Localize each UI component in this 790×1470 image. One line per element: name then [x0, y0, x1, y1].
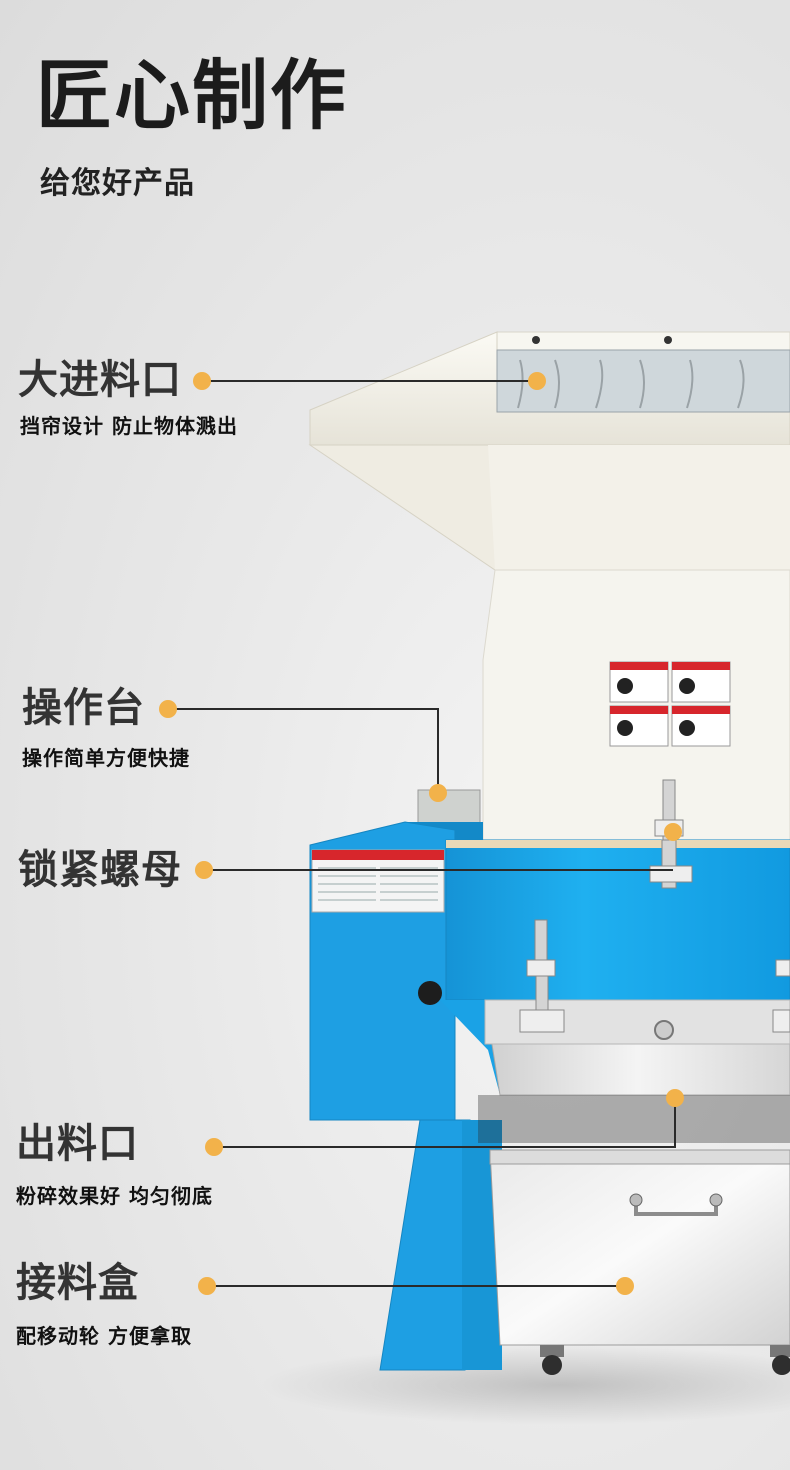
leader-line-outlet [214, 1098, 676, 1148]
callout-dot-outlet-start [205, 1138, 223, 1156]
feature-desc-discharge-outlet: 粉碎效果好 均匀彻底 [16, 1184, 213, 1208]
callout-dot-operation-end [429, 784, 447, 802]
lock-nut-bolts [519, 779, 790, 1033]
feature-desc-operation-panel: 操作简单方便快捷 [22, 746, 190, 770]
hero-subtitle: 给您好产品 [40, 166, 195, 201]
feature-title-lock-nut: 锁紧螺母 [18, 847, 182, 893]
callout-leader-lines [168, 380, 676, 1287]
caster-wheels [540, 1345, 790, 1375]
leader-line-operation [168, 708, 439, 793]
feature-title-operation-panel: 操作台 [22, 685, 145, 731]
hero-title: 匠心制作 [36, 51, 348, 140]
feature-desc-collection-box: 配移动轮 方便拿取 [16, 1324, 192, 1348]
callout-dot-operation-start [159, 700, 177, 718]
feature-desc-feed-inlet: 挡帘设计 防止物体溅出 [20, 414, 238, 438]
callout-dot-box-end [616, 1277, 634, 1295]
feature-title-feed-inlet: 大进料口 [18, 357, 182, 403]
callout-dot-locknut-start [195, 861, 213, 879]
floor-shadow [260, 1345, 790, 1425]
callout-dot-feed-end [528, 372, 546, 390]
callout-dot-outlet-end [666, 1089, 684, 1107]
callout-dots [159, 372, 684, 1295]
callout-dot-locknut-end [664, 823, 682, 841]
callout-dot-feed-start [193, 372, 211, 390]
warning-labels [609, 661, 731, 747]
feature-title-discharge-outlet: 出料口 [16, 1121, 139, 1167]
feature-title-collection-box: 接料盒 [16, 1260, 139, 1306]
side-knob [418, 981, 442, 1005]
collection-box [478, 1095, 790, 1375]
feed-hopper [308, 331, 790, 571]
crusher-body [417, 569, 790, 841]
info-plate [311, 849, 445, 913]
callout-dot-box-start [198, 1277, 216, 1295]
